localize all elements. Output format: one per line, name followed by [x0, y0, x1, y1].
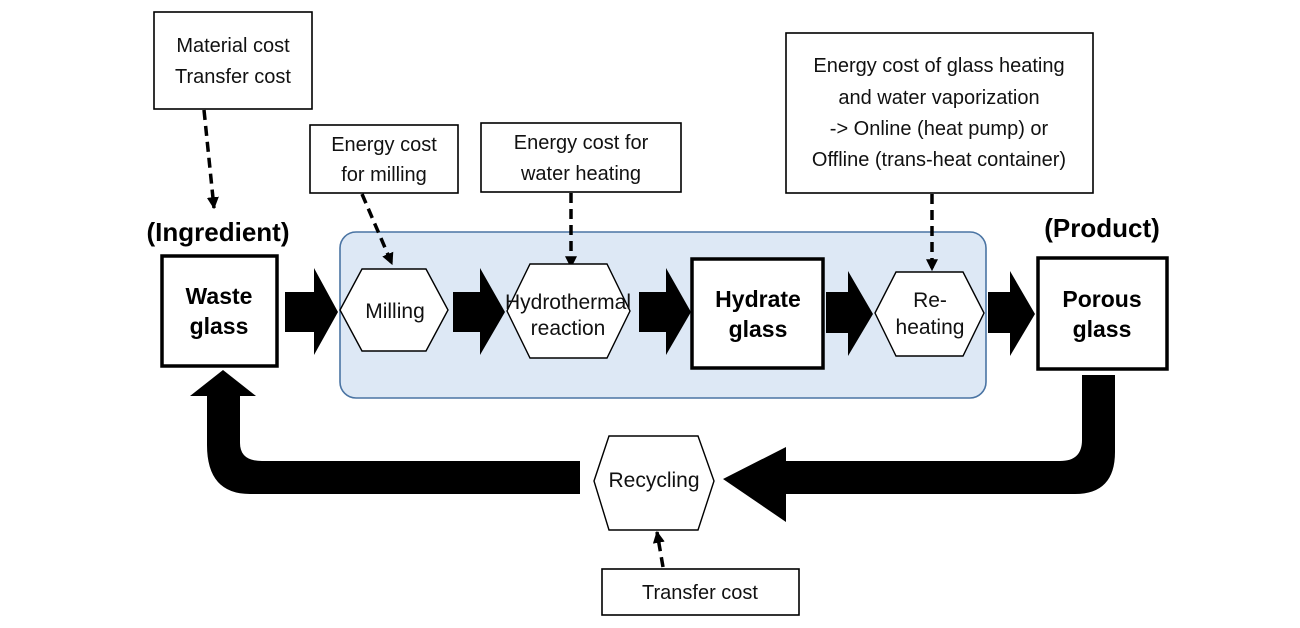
- box-text: Hydrate: [715, 286, 801, 312]
- reheating-hexagon: Re- heating: [874, 271, 985, 357]
- cost-text: -> Online (heat pump) or: [830, 118, 1049, 140]
- flow-arrow-5: [988, 271, 1035, 356]
- dashed-arrow-ingredient: [202, 109, 219, 210]
- return-arrow-left: [190, 370, 580, 494]
- recycling-hexagon: Recycling: [593, 435, 715, 531]
- cost-box-ingredient: Material cost Transfer cost: [153, 11, 313, 110]
- cost-text: Energy cost of glass heating: [813, 55, 1064, 77]
- hex-text: heating: [896, 316, 965, 339]
- dashed-arrow-recycling: [652, 530, 665, 568]
- cost-box-water-heating: Energy cost for water heating: [480, 122, 682, 193]
- hydrate-glass-box: Hydrate glass: [690, 257, 825, 370]
- box-text: Waste: [186, 283, 253, 309]
- hex-text: Re-: [913, 289, 947, 312]
- box-text: glass: [729, 316, 788, 342]
- box-text: Porous: [1062, 286, 1141, 312]
- milling-hexagon: Milling: [339, 268, 449, 352]
- cost-text: Transfer cost: [642, 582, 758, 604]
- cost-box-milling: Energy cost for milling: [309, 124, 459, 194]
- porous-glass-box: Porous glass: [1036, 256, 1169, 371]
- cost-text: for milling: [341, 164, 427, 186]
- hex-text: Recycling: [608, 469, 699, 492]
- cost-text: Material cost: [176, 35, 290, 57]
- cost-text: Offline (trans-heat container): [812, 149, 1066, 171]
- cost-text: Energy cost for: [514, 132, 649, 154]
- cost-text: Energy cost: [331, 134, 437, 156]
- product-label: (Product): [1044, 213, 1160, 243]
- cost-box-recycling: Transfer cost: [601, 568, 800, 616]
- ingredient-label: (Ingredient): [147, 217, 290, 247]
- return-arrow-right: [723, 375, 1115, 522]
- flow-arrow-2: [453, 268, 505, 355]
- box-text: glass: [1073, 316, 1132, 342]
- waste-glass-box: Waste glass: [160, 254, 279, 368]
- hydrothermal-hexagon: Hydrothermal reaction: [505, 263, 631, 359]
- cost-text: and water vaporization: [838, 87, 1039, 109]
- cost-text: water heating: [520, 163, 641, 185]
- flow-arrow-3: [639, 268, 691, 355]
- cost-box-reheating: Energy cost of glass heating and water v…: [785, 32, 1094, 194]
- dashed-arrow-milling: [360, 193, 394, 266]
- cost-text: Transfer cost: [175, 66, 291, 88]
- hex-text: Hydrothermal: [505, 291, 631, 314]
- flow-arrow-1: [285, 268, 338, 355]
- flow-arrow-4: [826, 271, 873, 356]
- box-text: glass: [190, 313, 249, 339]
- hex-text: reaction: [531, 317, 606, 340]
- hex-text: Milling: [365, 300, 425, 323]
